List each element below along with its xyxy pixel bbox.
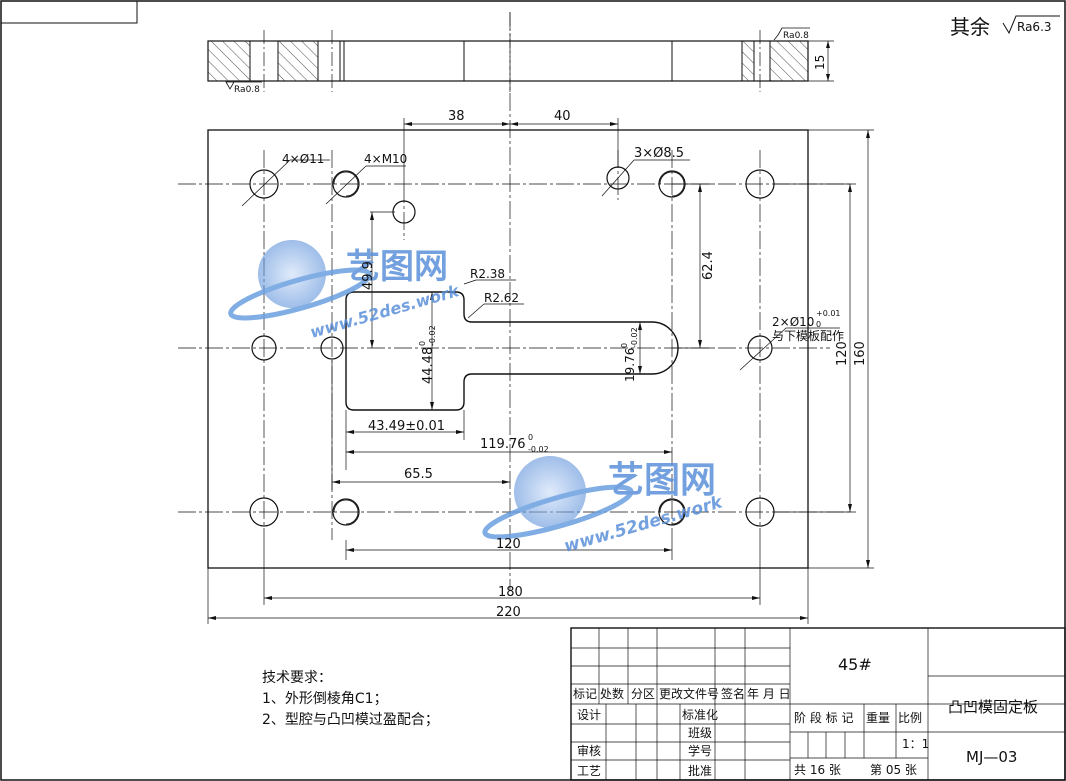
thickness-dim-text: 15 <box>813 55 827 70</box>
role-process: 工艺 <box>577 764 601 778</box>
title-block <box>570 627 1066 781</box>
callout-pins-note: 与下模板配作 <box>772 329 844 343</box>
dimension-texts: 38 40 62.4 49.9 R2.38 R2.62 44.48 0 -0.0… <box>361 109 868 620</box>
radius-238: R2.38 <box>470 267 505 281</box>
dim-160-v: 160 <box>853 341 868 366</box>
roughness-bottom-text: Ra0.8 <box>234 85 260 95</box>
dim-19-76-group: 19.76 0 -0.02 <box>620 327 639 382</box>
dim-43-49: 43.49±0.01 <box>368 419 445 434</box>
scale-header: 比例 <box>898 711 922 725</box>
callout-d85: 3×Ø8.5 <box>634 146 684 161</box>
sheet-number: 第 05 张 <box>870 763 917 777</box>
dim-119-76-tol-lower: -0.02 <box>528 445 549 454</box>
roughness-prefix: 其余 <box>950 15 990 39</box>
roughness-top-text: Ra0.8 <box>783 31 809 41</box>
globe-icon <box>514 456 586 528</box>
plan-view <box>178 12 874 624</box>
rev-header-count: 处数 <box>600 686 624 701</box>
rev-header-zone: 分区 <box>631 687 655 701</box>
role-class: 班级 <box>688 726 712 740</box>
cavity-profile <box>345 291 679 411</box>
dim-180: 180 <box>498 585 523 600</box>
section-view <box>207 12 834 92</box>
globe-icon <box>258 240 326 308</box>
dim-120-v: 120 <box>835 341 850 366</box>
role-standard: 标准化 <box>682 708 718 722</box>
watermark-brand-2: 艺图网 <box>608 460 716 501</box>
dim-119-76: 119.76 <box>480 437 526 452</box>
dim-119-76-group: 119.76 0 -0.02 <box>480 433 549 454</box>
callout-m10: 4×M10 <box>364 152 407 166</box>
rev-header-mark: 标记 <box>573 687 597 701</box>
role-review: 审核 <box>577 743 601 758</box>
rev-header-doc: 更改文件号 <box>659 686 719 701</box>
watermark-logo-1: 艺图网 www.52des.work <box>228 240 462 342</box>
dim-49-9: 49.9 <box>361 261 376 290</box>
notes-heading: 技术要求： <box>262 670 332 686</box>
dim-19-76: 19.76 <box>623 348 637 382</box>
watermark: 艺图网 www.52des.work 艺图网 www.52des.work <box>228 240 726 557</box>
drawing-number: MJ—03 <box>966 748 1017 766</box>
role-approve: 批准 <box>688 763 712 778</box>
watermark-brand-1: 艺图网 <box>346 247 448 287</box>
callout-pins-tol-lower: 0 <box>816 320 821 329</box>
callout-pins-tol-upper: +0.01 <box>816 309 841 318</box>
dim-44-48-tol-lower: -0.02 <box>428 325 437 346</box>
roughness-general-value: Ra6.3 <box>1017 20 1052 34</box>
dim-119-76-tol-upper: 0 <box>528 433 533 442</box>
pin-holes <box>251 335 773 361</box>
dim-62-4: 62.4 <box>701 251 716 280</box>
radius-262: R2.62 <box>484 291 519 305</box>
dim-120-h: 120 <box>496 537 521 552</box>
dim-19-76-tol-lower: -0.02 <box>630 327 639 348</box>
title-block-texts: 45# 凸凹模固定板 MJ—03 1：1 共 16 张 第 05 张 标记 处数… <box>573 655 1038 778</box>
part-name: 凸凹模固定板 <box>948 698 1038 716</box>
dim-19-76-tol-upper: 0 <box>620 343 629 348</box>
callout-d11: 4×Ø11 <box>282 152 324 166</box>
roughness-symbol-icon <box>1002 15 1060 35</box>
plate-outline <box>207 129 809 569</box>
sheet-total: 共 16 张 <box>794 763 841 777</box>
rev-header-date: 年 月 日 <box>747 687 791 701</box>
role-design: 设计 <box>577 708 601 722</box>
role-student-no: 学号 <box>688 743 712 758</box>
dim-65-5: 65.5 <box>404 467 433 482</box>
notes-line-2: 2、型腔与凸凹模过盈配合； <box>262 712 439 728</box>
hole-callouts: 4×Ø11 4×M10 3×Ø8.5 2×Ø10 +0.01 0 与下模板配作 <box>282 146 844 343</box>
dim-44-48: 44.48 <box>421 347 436 384</box>
watermark-url-1: www.52des.work <box>308 281 462 342</box>
material: 45# <box>838 655 872 674</box>
callout-pins: 2×Ø10 <box>772 315 814 329</box>
dim-38: 38 <box>448 109 465 124</box>
weight-header: 重量 <box>866 711 890 725</box>
scale-value: 1：1 <box>902 737 929 751</box>
stage-header: 阶 段 标 记 <box>794 710 853 725</box>
technical-notes: 技术要求： 1、外形倒棱角C1； 2、型腔与凸凹模过盈配合； <box>262 670 439 728</box>
dim-44-48-tol-upper: 0 <box>418 341 427 346</box>
watermark-url-2: www.52des.work <box>562 492 726 557</box>
notes-line-1: 1、外形倒棱角C1； <box>262 691 388 707</box>
dim-44-48-group: 44.48 0 -0.02 <box>418 325 437 384</box>
general-roughness: 其余 Ra6.3 <box>950 15 1060 39</box>
dim-40: 40 <box>554 109 571 124</box>
dim-220: 220 <box>496 605 521 620</box>
rev-header-sign: 签名 <box>721 686 745 701</box>
